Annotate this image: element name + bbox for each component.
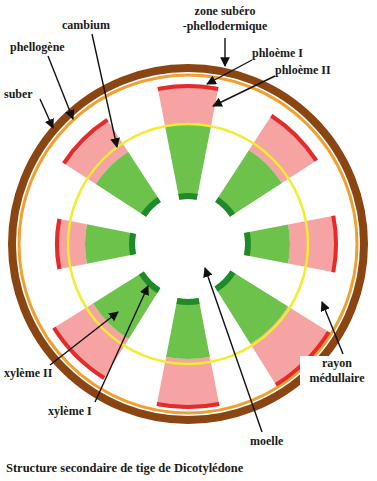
leader-line	[92, 34, 117, 147]
leader-lines	[40, 34, 343, 432]
xylem-primary	[139, 272, 161, 294]
xylem-primary	[178, 193, 197, 200]
xylem-secondary	[215, 271, 289, 345]
leader-line	[205, 268, 262, 432]
leader-line	[95, 286, 148, 402]
xylem-secondary	[85, 224, 136, 263]
leader-line	[40, 99, 53, 128]
part-label: phellogène	[10, 40, 65, 55]
leader-line	[322, 302, 343, 354]
part-label: phloème I	[252, 46, 303, 61]
phloem-secondary	[55, 219, 87, 270]
figure-caption: Structure secondaire de tige de Dicotylé…	[6, 461, 243, 476]
cambium-ring	[68, 124, 308, 364]
phloem-primary	[157, 402, 220, 409]
phloem-primary	[158, 84, 219, 91]
xylem-primary	[215, 197, 235, 217]
xylem-primary	[129, 233, 136, 256]
phloem-primary	[52, 327, 105, 380]
part-label: moelle	[250, 434, 283, 449]
phloem-secondary	[158, 84, 219, 126]
xylem-secondary	[215, 150, 282, 217]
part-label: rayon médullaire	[300, 356, 374, 386]
part-label: xylème I	[48, 404, 92, 419]
vascular-bundles	[52, 84, 338, 409]
xylem-primary	[215, 271, 236, 292]
phloem-primary	[270, 114, 318, 162]
part-label: cambium	[62, 18, 110, 33]
xylem-secondary	[244, 225, 290, 264]
xylem-primary	[244, 232, 251, 256]
phloem-primary	[62, 118, 108, 164]
part-label: suber	[4, 87, 33, 102]
phloem-secondary	[288, 215, 338, 272]
part-label: zone subéro -phellodermique	[175, 4, 275, 34]
part-label: phloème II	[275, 63, 331, 78]
xylem-secondary	[96, 152, 161, 217]
leader-line	[224, 38, 225, 66]
part-label: xylème II	[4, 366, 52, 381]
leader-line	[50, 312, 118, 365]
leader-line	[207, 60, 252, 84]
phloem-primary	[55, 219, 61, 270]
phloem-primary	[331, 215, 338, 272]
xylem-primary	[141, 197, 161, 217]
xylem-primary	[176, 298, 199, 305]
xylem-secondary	[165, 124, 211, 200]
xylem-secondary	[166, 298, 210, 359]
leader-line	[48, 56, 73, 119]
leader-line	[213, 76, 275, 106]
